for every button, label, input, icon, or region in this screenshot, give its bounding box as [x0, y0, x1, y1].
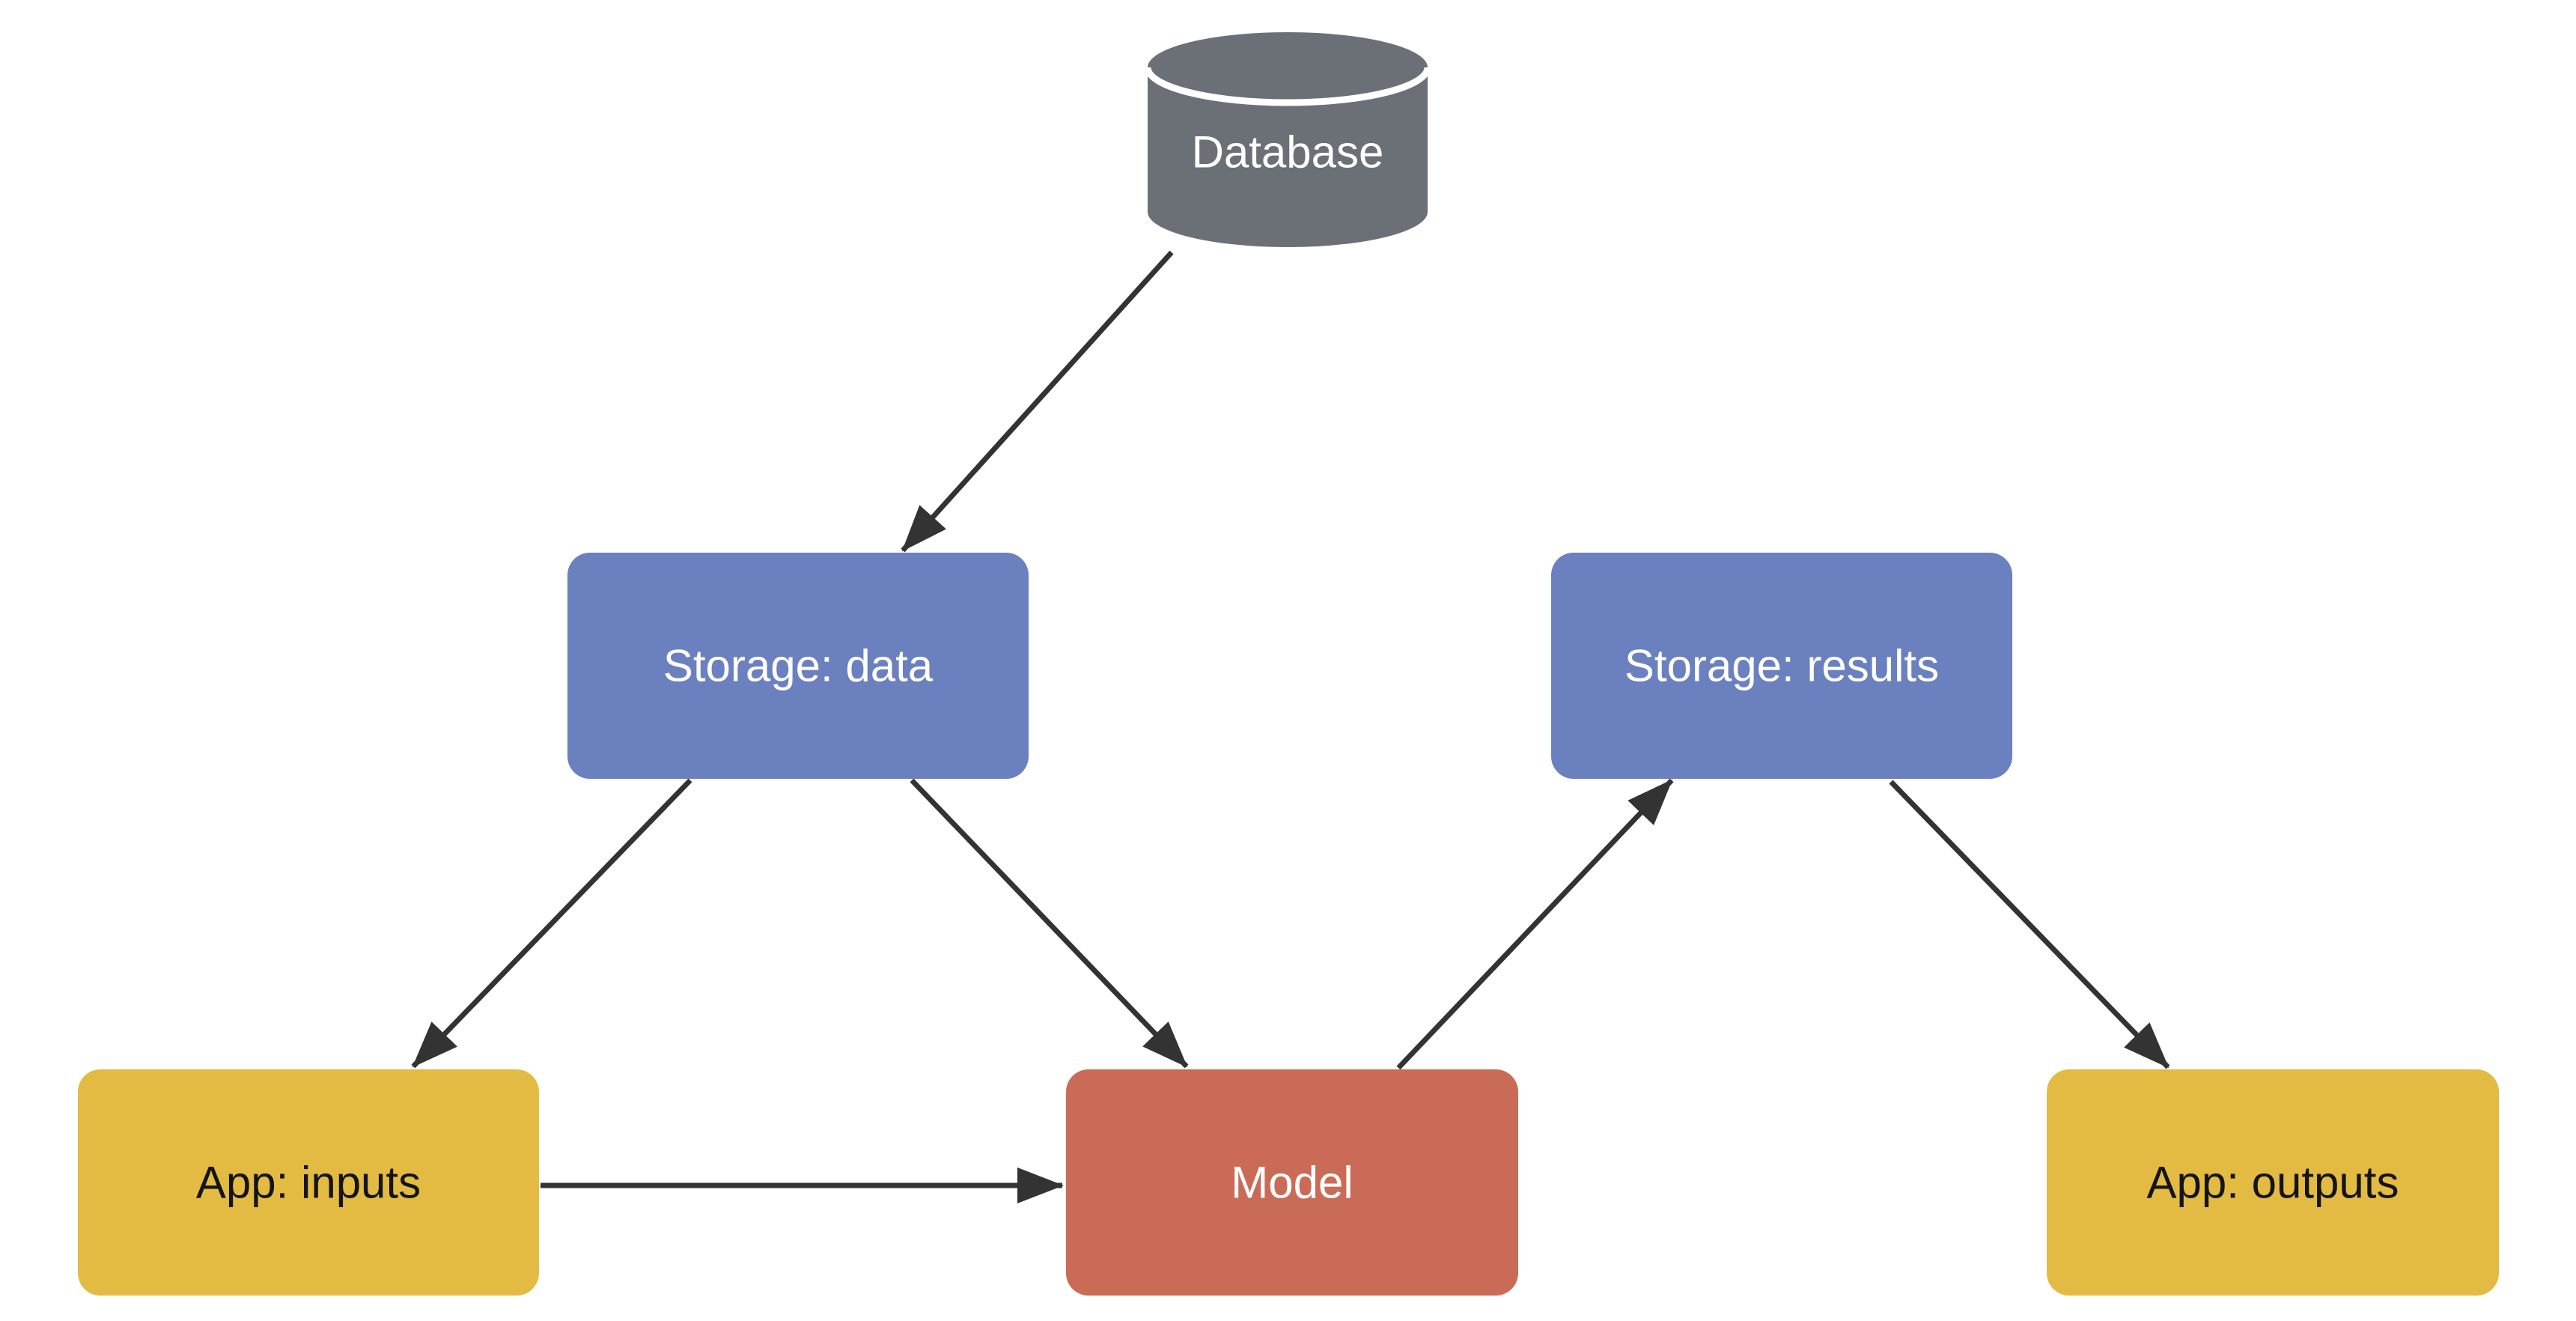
- edge-model-to-storage-results: [1396, 778, 1674, 1070]
- node-app-inputs: App: inputs: [78, 1069, 539, 1296]
- model-box: [1066, 1069, 1518, 1296]
- database-cylinder-rim: [1144, 67, 1431, 106]
- app-outputs-label: App: outputs: [2147, 1158, 2399, 1208]
- node-storage-results: Storage: results: [1551, 553, 2012, 779]
- storage-results-label: Storage: results: [1625, 641, 1939, 691]
- app-outputs-box: [2047, 1069, 2499, 1296]
- edge-layer: [411, 250, 2170, 1203]
- model-label: Model: [1231, 1158, 1353, 1208]
- storage-data-label: Storage: data: [663, 641, 934, 691]
- edge-database-to-storage-data: [901, 250, 1174, 553]
- storage-results-box: [1551, 553, 2012, 779]
- edge-storage-data-to-app-inputs: [411, 778, 692, 1069]
- database-cylinder-shape: [1148, 32, 1428, 247]
- storage-data-box: [567, 553, 1029, 779]
- node-storage-data: Storage: data: [567, 553, 1029, 779]
- edge-storage-results-to-app-outputs: [1889, 780, 2170, 1069]
- node-app-outputs: App: outputs: [2047, 1069, 2499, 1296]
- app-inputs-label: App: inputs: [196, 1158, 421, 1208]
- edge-storage-data-to-model: [910, 778, 1189, 1069]
- node-database: Database: [1144, 32, 1431, 247]
- database-label: Database: [1192, 127, 1384, 177]
- app-inputs-box: [78, 1069, 539, 1296]
- node-model: Model: [1066, 1069, 1518, 1296]
